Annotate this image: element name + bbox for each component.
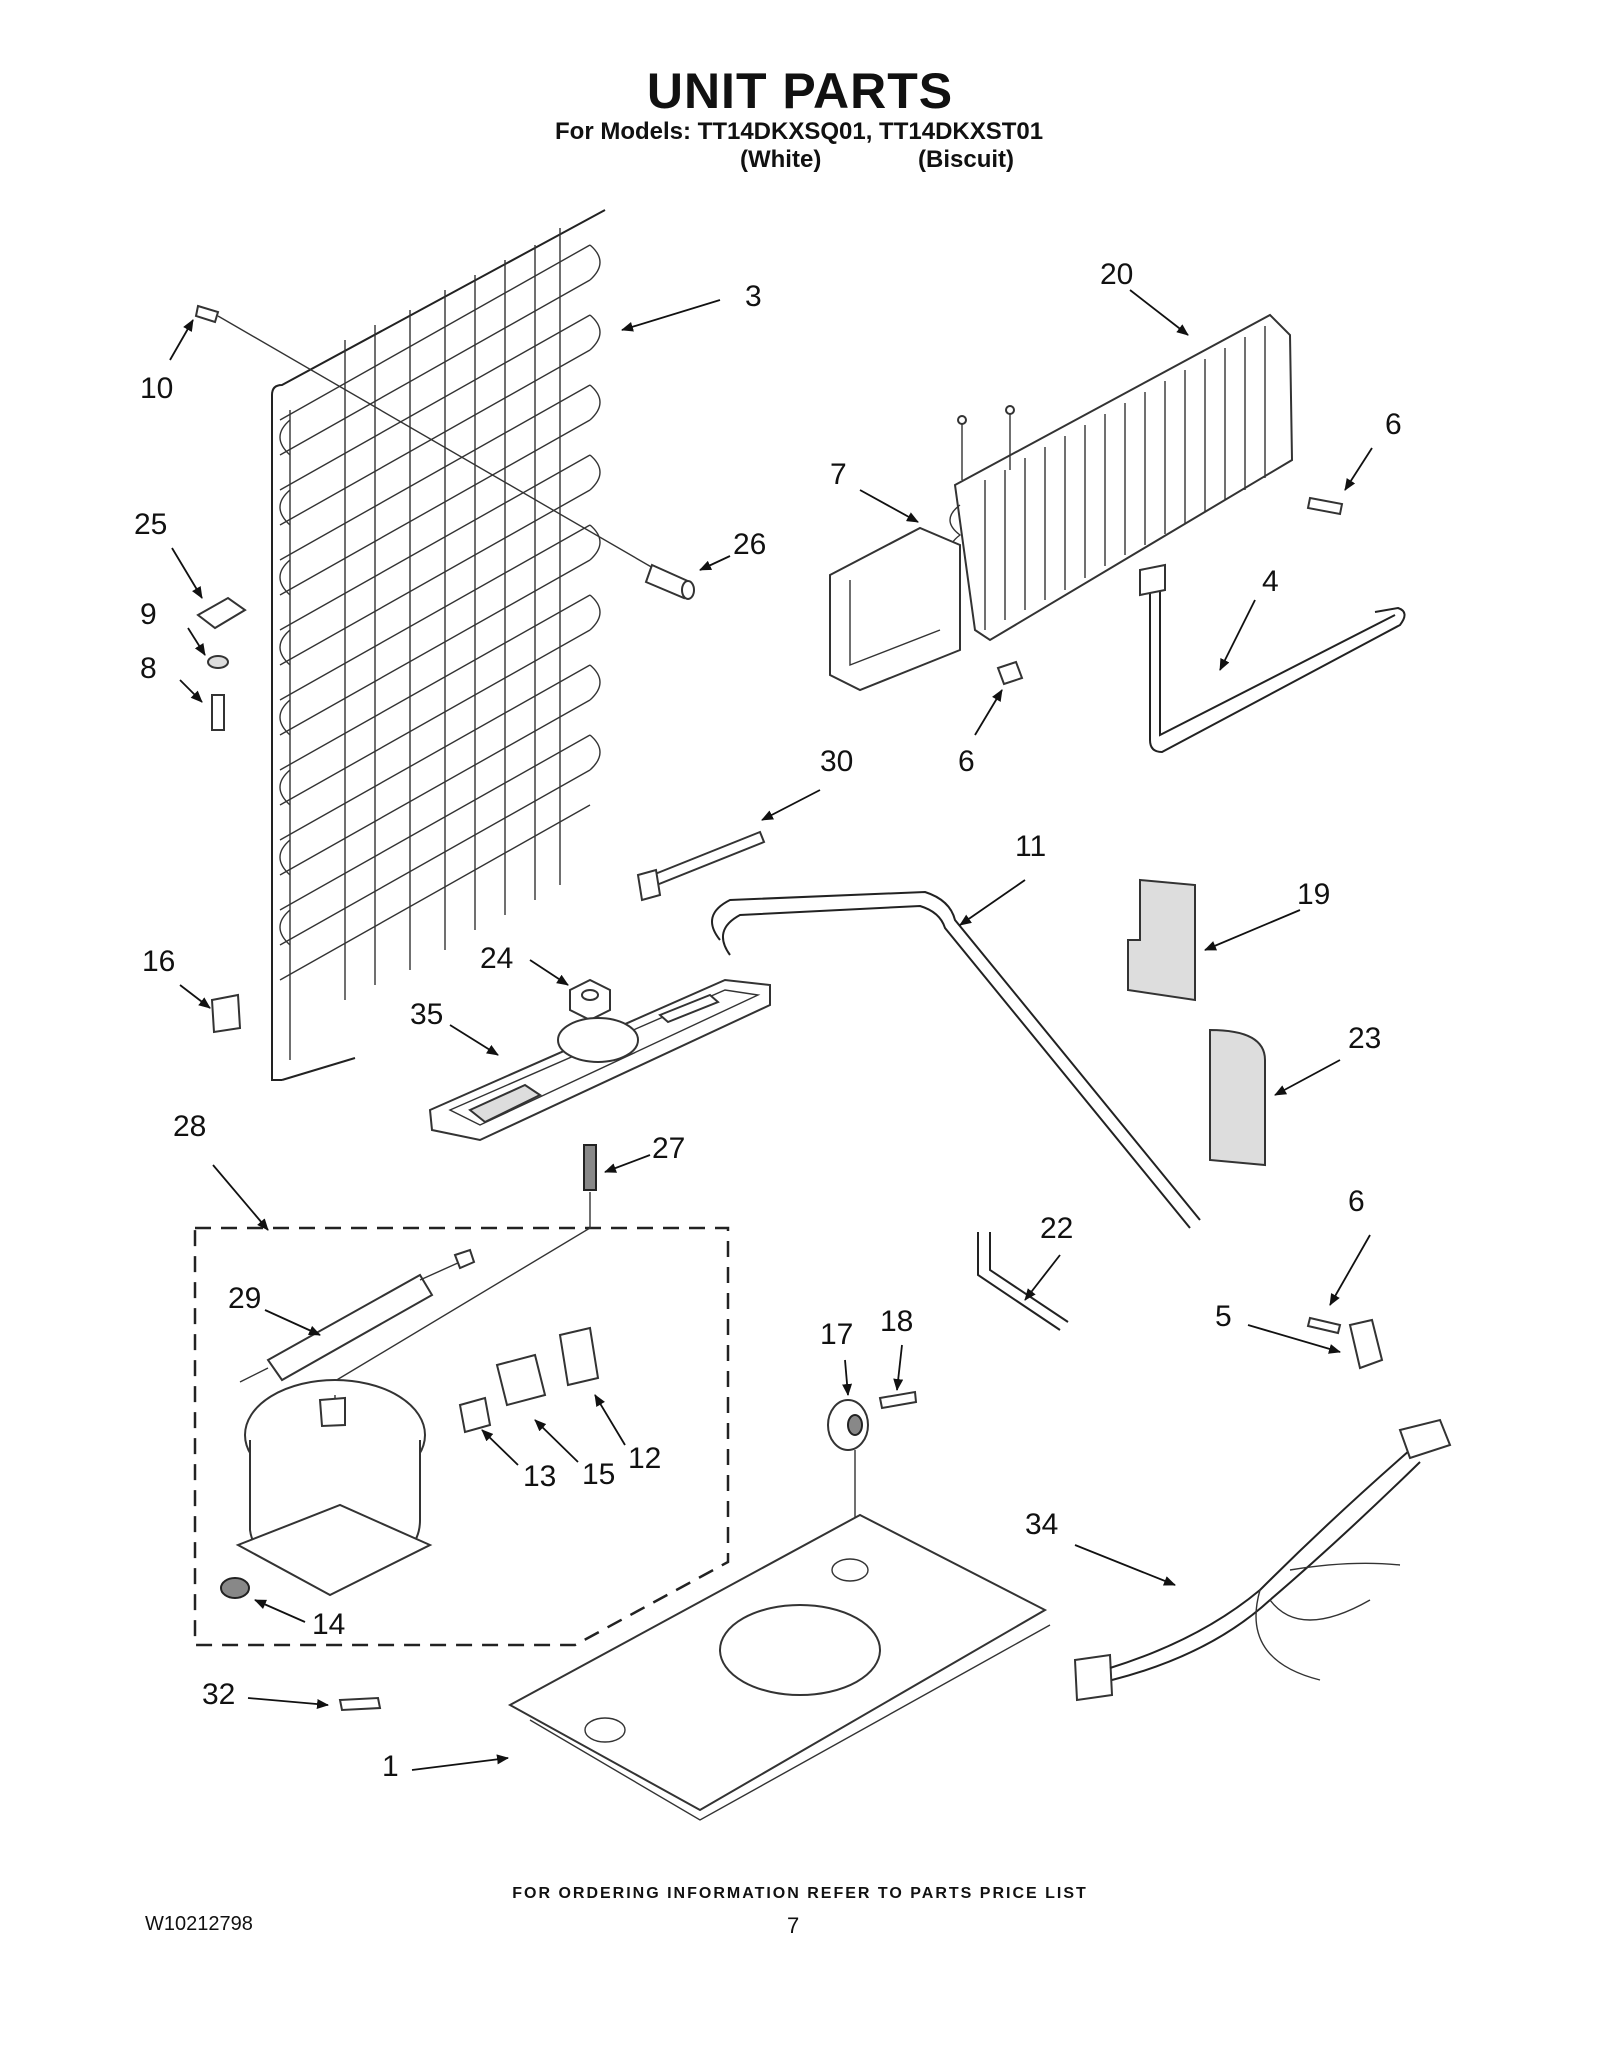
wire-harness-part-34 — [1073, 1418, 1452, 1702]
clip-part-32 — [338, 1696, 382, 1712]
callout-20: 20 — [1100, 258, 1134, 291]
evaporator-bracket-part-7 — [829, 526, 961, 692]
callout-28: 28 — [173, 1110, 207, 1143]
callout-18: 18 — [880, 1305, 914, 1338]
callout-23: 23 — [1348, 1022, 1382, 1055]
cable-tie-part-30 — [636, 830, 766, 902]
callout-8: 8 — [140, 652, 157, 685]
screw-part-6-top — [1306, 496, 1344, 516]
filter-drier-part-29 — [239, 1248, 476, 1383]
clip-part-5 — [1306, 1316, 1384, 1370]
page-title: UNIT PARTS — [646, 63, 954, 119]
callout-29: 29 — [228, 1282, 262, 1315]
variant-white-label: (White) — [740, 146, 822, 173]
callout-6-middle: 6 — [958, 745, 975, 778]
screw-part-10 — [194, 304, 661, 573]
callout-10: 10 — [140, 372, 174, 405]
clip-part-16 — [210, 993, 242, 1034]
callout-13: 13 — [523, 1460, 557, 1493]
document-number: W10212798 — [145, 1913, 253, 1935]
callout-7: 7 — [830, 458, 847, 491]
condenser-coil-part-3 — [271, 209, 606, 1081]
callout-24: 24 — [480, 942, 514, 975]
washer-part-9 — [207, 655, 229, 669]
compressor-kit-box-part-28 — [193, 1226, 730, 1647]
foam-block-part-23 — [1209, 1028, 1266, 1167]
callout-6-top: 6 — [1385, 408, 1402, 441]
callout-1: 1 — [382, 1750, 399, 1783]
callout-30: 30 — [820, 745, 854, 778]
callout-9: 9 — [140, 598, 157, 631]
callout-5: 5 — [1215, 1300, 1232, 1333]
callout-16: 16 — [142, 945, 176, 978]
drain-pan-part-35 — [428, 978, 771, 1142]
nut-part-24 — [569, 978, 611, 1022]
callout-4: 4 — [1262, 565, 1279, 598]
cover-part-12 — [558, 1326, 600, 1387]
callout-25: 25 — [134, 508, 168, 541]
models-line: For Models: TT14DKXSQ01, TT14DKXST01 — [555, 118, 1044, 145]
callout-14: 14 — [312, 1608, 346, 1641]
callout-27: 27 — [652, 1132, 686, 1165]
callout-6-bottom: 6 — [1348, 1185, 1365, 1218]
variant-biscuit-label: (Biscuit) — [918, 146, 1014, 173]
grommet-part-14 — [220, 1577, 250, 1599]
callout-26: 26 — [733, 528, 767, 561]
relay-part-15 — [495, 1353, 547, 1407]
callout-35: 35 — [410, 998, 444, 1031]
tube-part-27 — [583, 1144, 597, 1191]
grommet-part-17 — [827, 1399, 869, 1545]
screw-part-6-lower — [996, 660, 1024, 686]
callout-11: 11 — [1015, 830, 1047, 863]
page-number: 7 — [787, 1913, 800, 1938]
evaporator-part-20 — [949, 313, 1294, 642]
callout-17: 17 — [820, 1318, 854, 1351]
screw-part-8 — [211, 694, 225, 731]
screw-part-18 — [878, 1390, 918, 1410]
defrost-heater-part-4 — [1139, 563, 1406, 754]
callout-19: 19 — [1297, 878, 1331, 911]
base-pan-part-1 — [507, 1513, 1051, 1821]
callout-22: 22 — [1040, 1212, 1074, 1245]
tube-part-22 — [977, 1232, 1069, 1331]
callout-leaders — [169, 289, 1373, 1771]
bracket-part-25 — [196, 596, 247, 630]
callout-34: 34 — [1025, 1508, 1059, 1541]
callout-3: 3 — [745, 280, 762, 313]
drain-tube-part-11 — [711, 890, 1201, 1229]
callout-12: 12 — [628, 1442, 662, 1475]
callout-32: 32 — [202, 1678, 236, 1711]
overload-part-13 — [458, 1396, 492, 1434]
spacer-part-26 — [644, 563, 695, 600]
ordering-info-note: FOR ORDERING INFORMATION REFER TO PARTS … — [512, 1885, 1088, 1902]
compressor — [235, 1379, 433, 1597]
callout-15: 15 — [582, 1458, 616, 1491]
foam-block-part-19 — [1127, 878, 1196, 1002]
